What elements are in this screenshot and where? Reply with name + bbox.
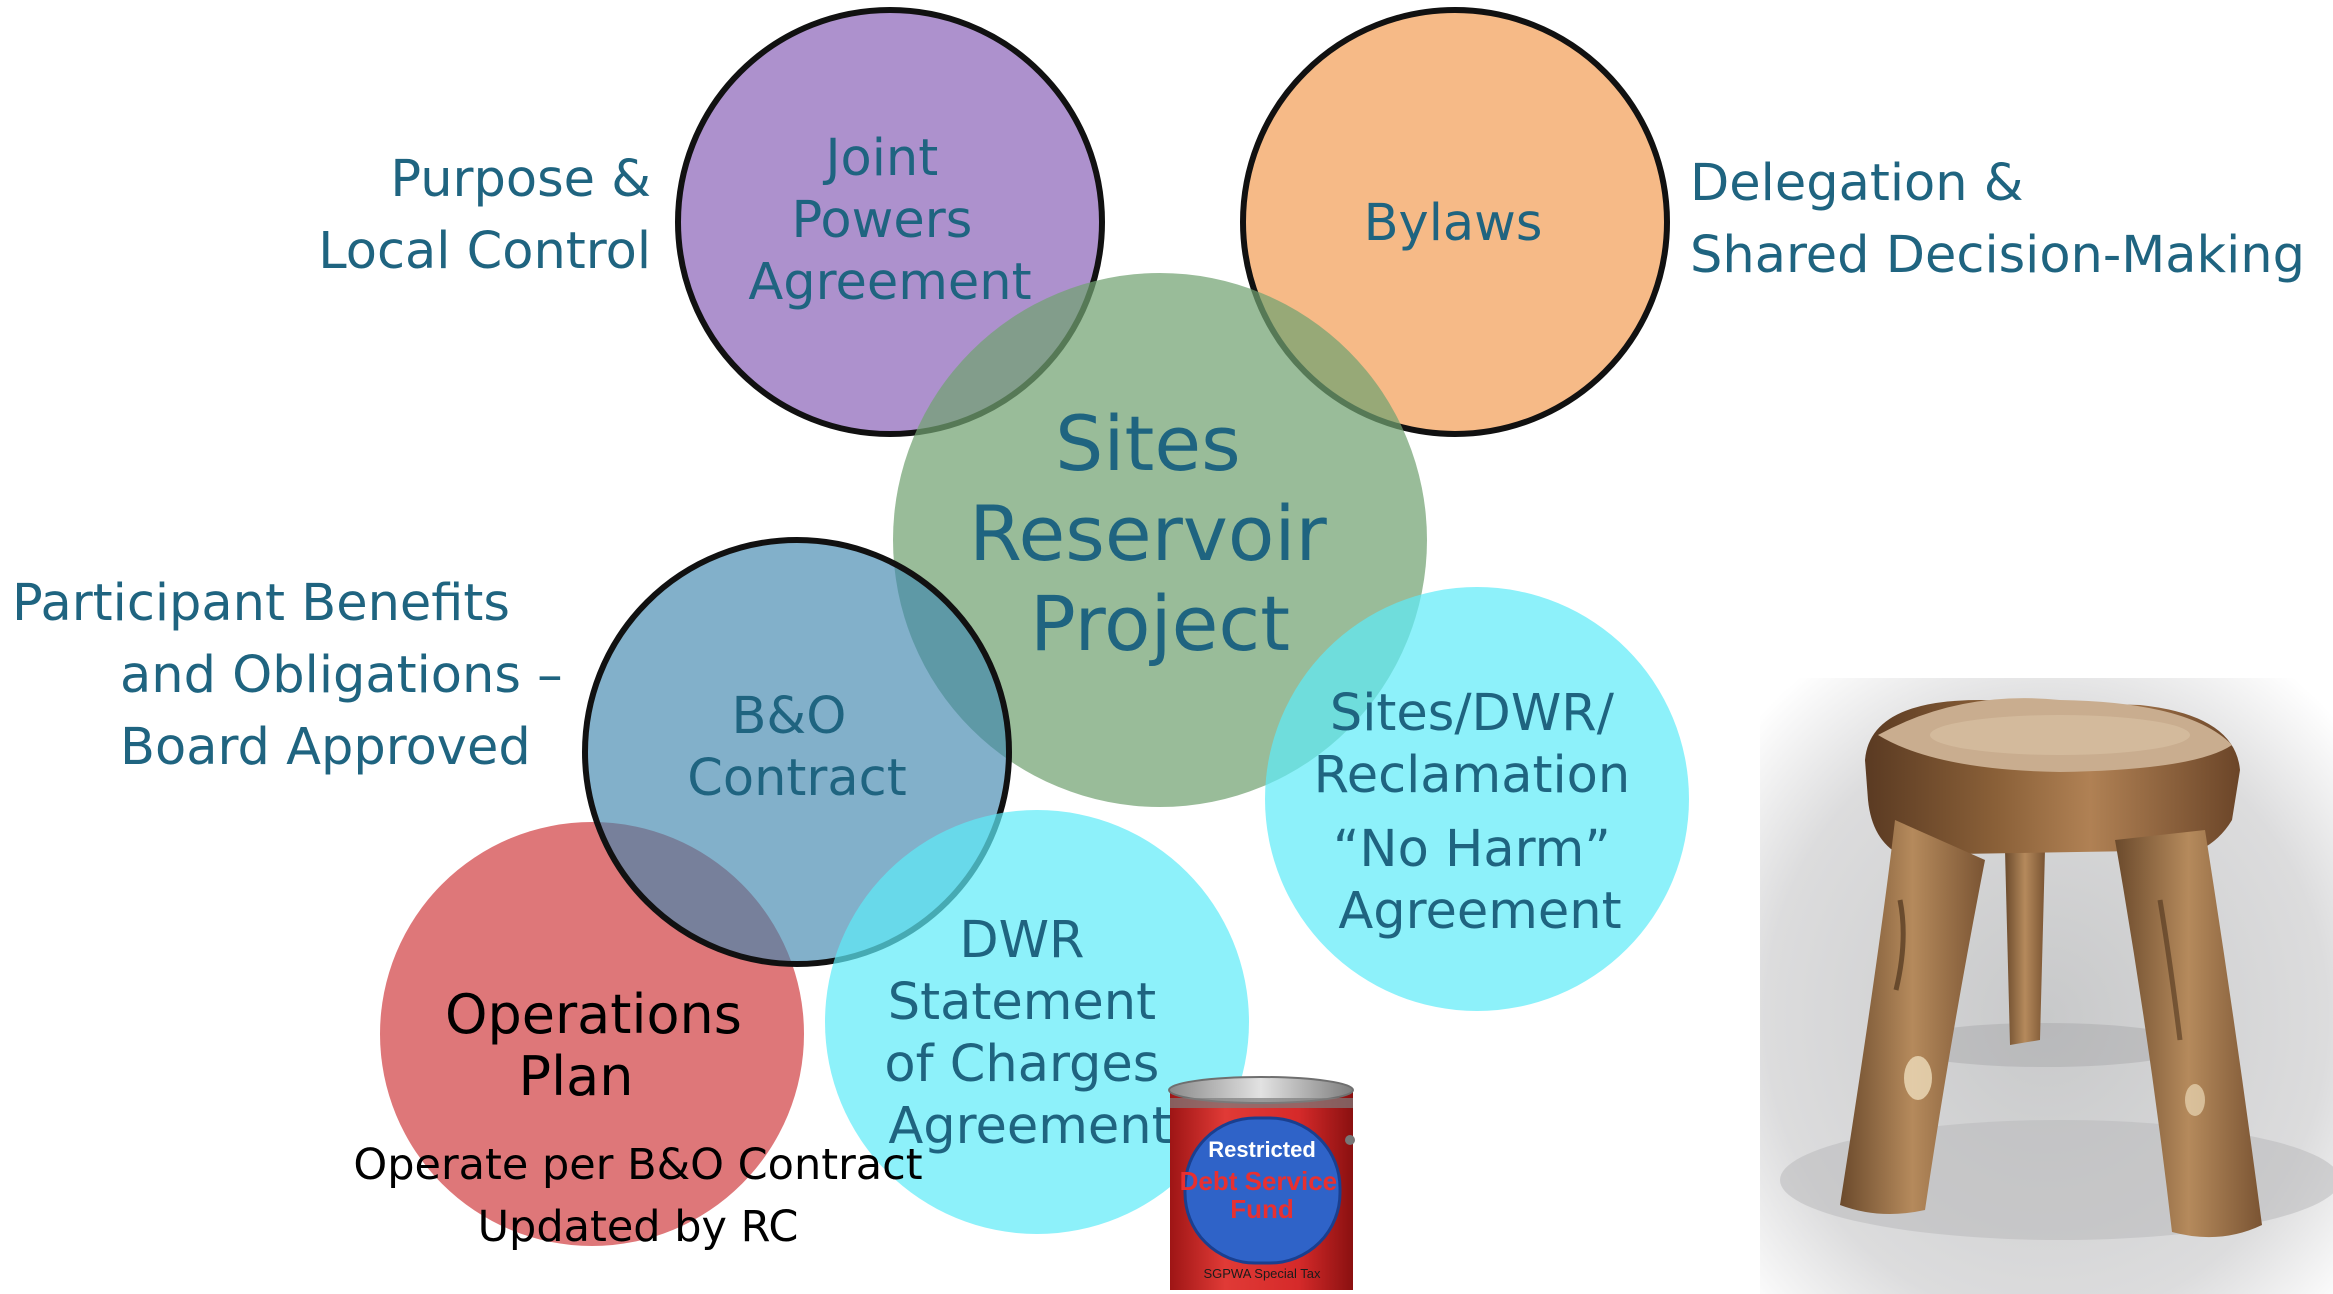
circle-dwr-statement-of-charges [825, 810, 1249, 1234]
dwr-soc-line: of Charges [884, 1035, 1159, 1094]
delegation-label-line: Shared Decision-Making [1690, 226, 2305, 285]
circle-joint-powers-agreement [675, 7, 1105, 437]
dwr-soc-line: Statement [888, 973, 1156, 1032]
no-harm-line: Sites/DWR/ [1330, 684, 1615, 743]
participant-benefits-label: Participant Benefits and Obligations – B… [12, 568, 572, 784]
circle-operations-text: Operations Plan [445, 983, 759, 1108]
operations-note-line: Updated by RC [477, 1202, 799, 1252]
svg-text:Debt Service Fund: Debt Service Fund [1180, 1166, 1345, 1224]
svg-text:Restricted: Restricted [1208, 1137, 1316, 1162]
bylaws-line: Bylaws [1364, 194, 1543, 253]
circle-bylaws [1240, 7, 1670, 437]
operations-line: Operations [445, 983, 742, 1046]
paint-can-label: Restricted [1208, 1137, 1316, 1162]
joint-powers-line: Joint [823, 129, 939, 188]
paint-can-label: Debt Service [1180, 1166, 1338, 1196]
dwr-soc-line: DWR [959, 911, 1084, 970]
bo-contract-line: Contract [687, 749, 906, 808]
project-text: Sites Reservoir Project [969, 399, 1351, 668]
no-harm-line: Agreement [1338, 882, 1621, 941]
operations-plan-note: Operate per B&O Contract Updated by RC [318, 1134, 958, 1258]
delegation-decision-label: Delegation & Shared Decision-Making [1690, 148, 2305, 292]
participant-label-line: and Obligations – [120, 646, 563, 705]
svg-text:SGPWA Special Tax: SGPWA Special Tax [1203, 1266, 1321, 1281]
circle-no-harm-agreement [1265, 587, 1689, 1011]
participant-label-line: Board Approved [120, 718, 531, 777]
bo-contract-line: B&O [731, 687, 846, 746]
purpose-label-line: Local Control [318, 222, 651, 281]
dwr-soc-line: Agreement [888, 1097, 1171, 1156]
no-harm-line: “No Harm” [1333, 820, 1611, 879]
joint-powers-line: Agreement [748, 253, 1031, 312]
paint-can-label: Fund [1230, 1194, 1294, 1224]
paint-can-caption: SGPWA Special Tax [1203, 1266, 1321, 1281]
purpose-local-control-label: Purpose & Local Control [318, 144, 651, 288]
bylaws-text: Bylaws [1364, 194, 1543, 253]
joint-powers-line: Powers [792, 191, 973, 250]
bo-contract-text: B&O Contract [687, 687, 906, 808]
no-harm-text: Sites/DWR/ Reclamation “No Harm” Agreeme… [1314, 684, 1647, 941]
paint-can-icon: Restricted Debt Service Fund SGPWA Speci… [1168, 1076, 1355, 1290]
no-harm-line: Reclamation [1314, 746, 1631, 805]
purpose-label-line: Purpose & [390, 150, 651, 209]
circle-sites-reservoir-project [893, 273, 1427, 807]
operations-line: Plan [519, 1045, 634, 1108]
participant-label-line: Participant Benefits [12, 574, 510, 633]
three-legged-wooden-stool-icon [1760, 678, 2333, 1294]
project-line: Sites [1055, 399, 1241, 488]
operations-note-line: Operate per B&O Contract [353, 1140, 923, 1190]
delegation-label-line: Delegation & [1690, 154, 2024, 213]
joint-powers-text: Joint Powers Agreement [748, 129, 1031, 312]
project-line: Reservoir [969, 489, 1327, 578]
project-line: Project [1030, 579, 1290, 668]
dwr-soc-text: DWR Statement of Charges Agreement [884, 911, 1175, 1156]
